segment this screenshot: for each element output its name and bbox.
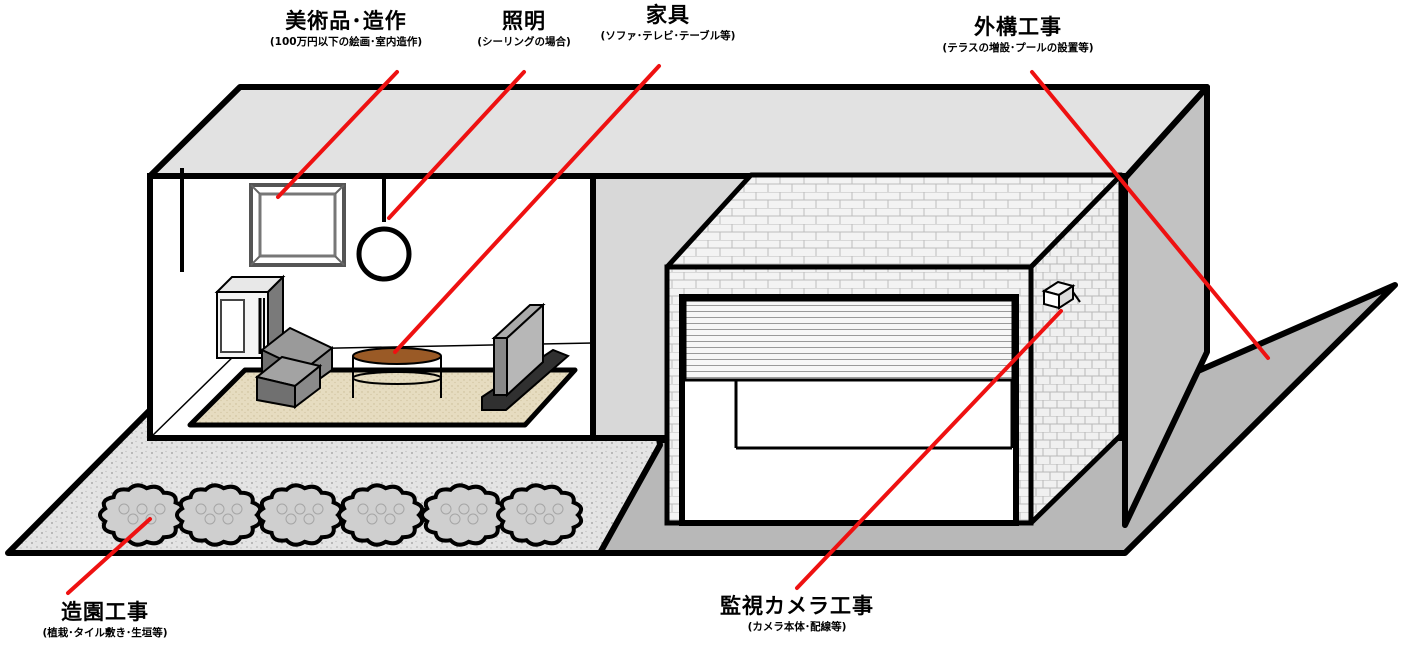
shrub-texture	[154, 503, 166, 515]
shrub-texture	[476, 503, 488, 515]
shrub-texture	[145, 513, 157, 525]
label-furniture: 家具 (ソファ･テレビ･テーブル等)	[601, 2, 736, 44]
shrub-texture	[516, 503, 528, 515]
security-camera	[1041, 280, 1081, 310]
label-landscape: 造園工事 (植栽･タイル敷き･生垣等)	[42, 599, 167, 641]
shrub-texture	[118, 503, 130, 515]
ceiling-light	[356, 176, 412, 282]
shrub-texture	[303, 513, 315, 525]
shrub-texture	[393, 503, 405, 515]
cabinet	[214, 274, 286, 361]
shrub-texture	[458, 503, 470, 515]
garage	[664, 172, 1124, 526]
shrub-texture	[357, 503, 369, 515]
label-art-sub: (100万円以下の絵画･室内造作)	[269, 36, 423, 48]
shrub-texture	[285, 513, 297, 525]
television	[481, 302, 570, 411]
shrub-texture	[127, 513, 139, 525]
label-exterior-sub: (テラスの増設･プールの設置等)	[942, 42, 1094, 54]
painting-frame	[249, 183, 346, 267]
shrub-texture	[204, 513, 216, 525]
shrub-texture	[534, 503, 546, 515]
label-camera-title: 監視カメラ工事	[720, 594, 874, 618]
label-camera: 監視カメラ工事 (カメラ本体･配線等)	[720, 593, 874, 635]
label-camera-sub: (カメラ本体･配線等)	[747, 621, 847, 633]
shrub-texture	[552, 503, 564, 515]
shrub-texture	[440, 503, 452, 515]
shrub	[419, 483, 508, 547]
leader-camera	[795, 309, 1063, 590]
shrub-texture	[525, 513, 537, 525]
shrub-texture	[213, 503, 225, 515]
shrub-texture	[195, 503, 207, 515]
shrub-texture	[543, 513, 555, 525]
leader-landscape	[66, 517, 152, 595]
label-lighting-sub: (シーリングの場合)	[477, 36, 571, 48]
garage-shutter	[683, 298, 1015, 382]
shrub-texture	[222, 513, 234, 525]
label-exterior: 外構工事 (テラスの増設･プールの設置等)	[942, 14, 1093, 56]
label-art-title: 美術品･造作	[285, 9, 407, 33]
label-exterior-title: 外構工事	[973, 15, 1062, 39]
shrub-texture	[467, 513, 479, 525]
label-lighting: 照明 (シーリングの場合)	[477, 8, 571, 50]
label-furniture-title: 家具	[646, 3, 690, 27]
shrub-texture	[136, 503, 148, 515]
label-art: 美術品･造作 (100万円以下の絵画･室内造作)	[270, 8, 422, 50]
shrub-texture	[449, 513, 461, 525]
shrub-texture	[312, 503, 324, 515]
shrub-texture	[231, 503, 243, 515]
shrub-texture	[384, 513, 396, 525]
shrub	[495, 483, 584, 547]
shrub-texture	[276, 503, 288, 515]
shrub-texture	[375, 503, 387, 515]
shrub	[336, 483, 425, 547]
leader-exterior	[1030, 70, 1270, 360]
leader-furniture	[393, 64, 661, 354]
label-landscape-title: 造園工事	[60, 600, 149, 624]
leader-lighting	[387, 70, 526, 220]
shrub	[255, 483, 344, 547]
label-furniture-sub: (ソファ･テレビ･テーブル等)	[600, 30, 736, 42]
label-lighting-title: 照明	[501, 9, 546, 33]
shrub	[174, 483, 263, 547]
sofa	[254, 326, 334, 410]
shrub	[97, 483, 186, 547]
shrub-texture	[294, 503, 306, 515]
shrub-texture	[366, 513, 378, 525]
label-landscape-sub: (植栽･タイル敷き･生垣等)	[42, 627, 168, 639]
leader-art	[276, 70, 399, 199]
shrub-row	[97, 483, 584, 547]
